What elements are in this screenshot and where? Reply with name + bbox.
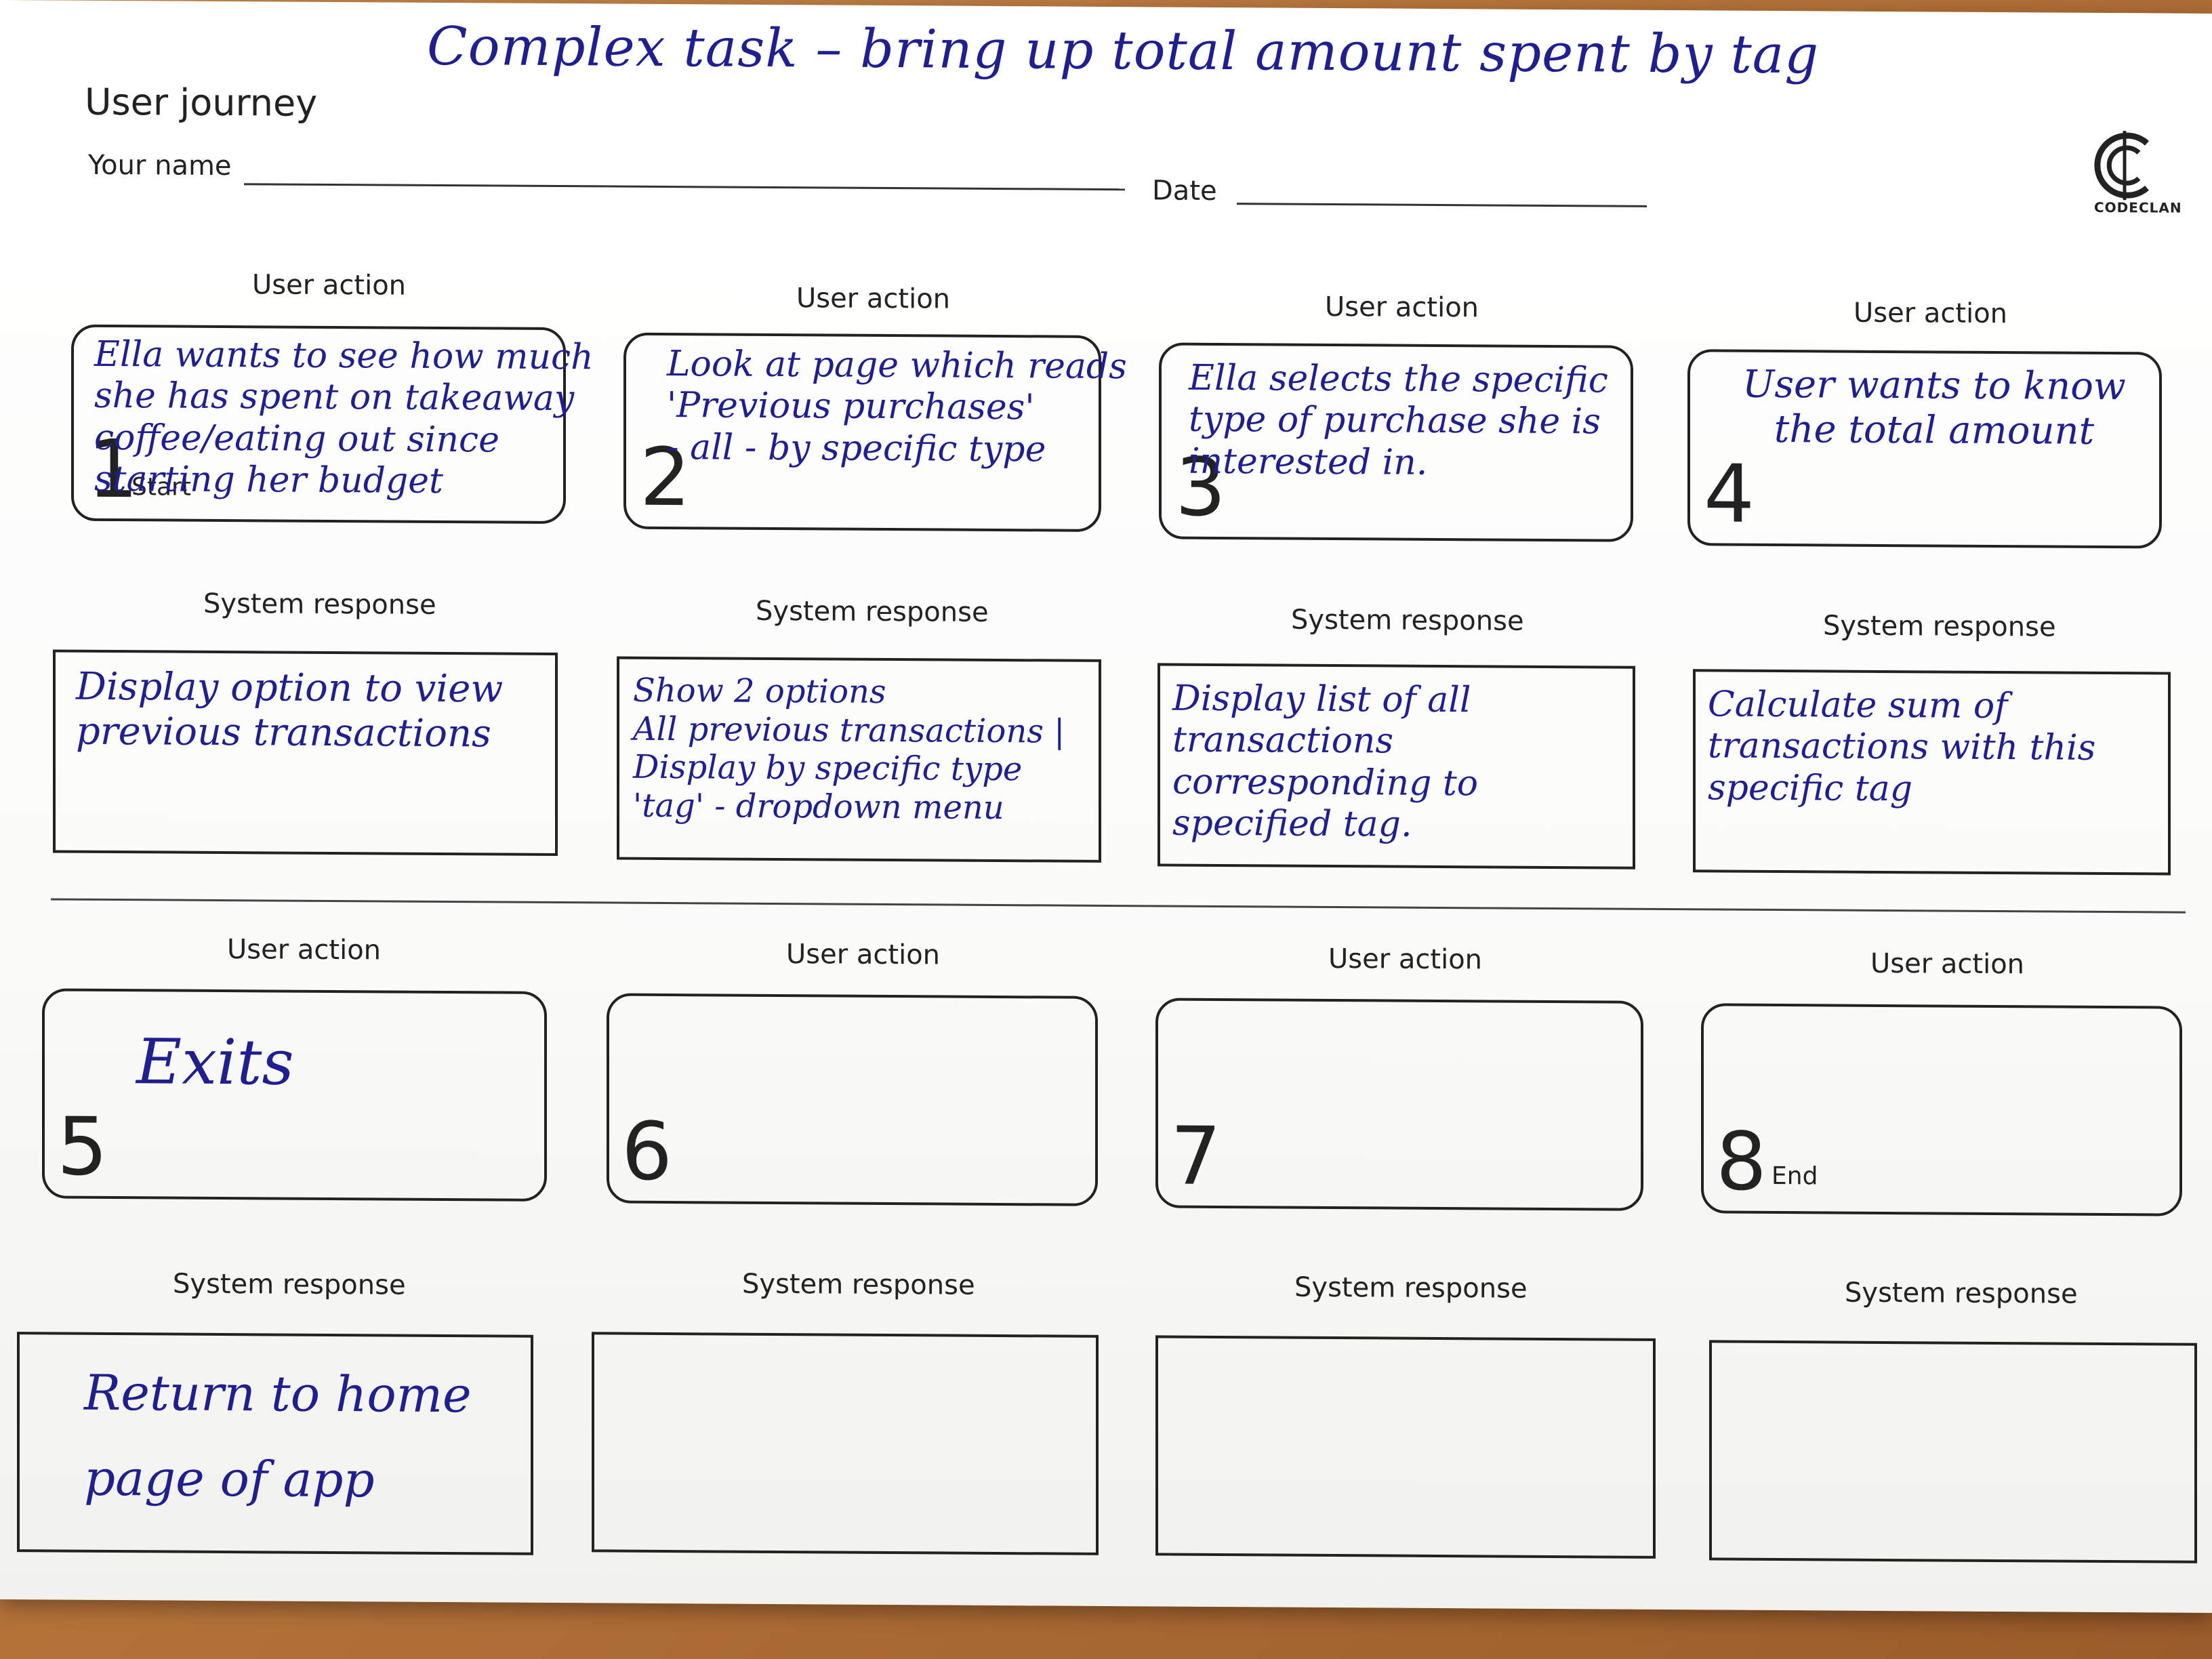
system-response-label-6: System response [742, 1268, 975, 1301]
end-tag: End [1771, 1162, 1818, 1191]
response-text-5: Return to home page of app [84, 1364, 472, 1509]
user-action-label-3: User action [1325, 291, 1479, 324]
response-box-2[interactable]: Show 2 options All previous transactions… [617, 656, 1101, 863]
action-box-6[interactable]: 6 [607, 993, 1098, 1206]
date-label: Date [1152, 175, 1217, 207]
system-response-label-2: System response [756, 595, 989, 628]
action-box-4[interactable]: 4 User wants to know the total amount [1687, 349, 2162, 549]
action-text-3: Ella selects the specific type of purcha… [1189, 357, 1608, 483]
action-text-4: User wants to know the total amount [1742, 362, 2126, 453]
step-number-5: 5 [57, 1099, 108, 1193]
response-box-5[interactable]: Return to home page of app [17, 1332, 533, 1555]
action-text-5: Exits [136, 1025, 294, 1099]
response-box-7[interactable] [1155, 1335, 1656, 1559]
action-box-2[interactable]: 2 Look at page which reads 'Previous pur… [623, 332, 1127, 532]
worksheet-paper: Complex task – bring up total amount spe… [0, 0, 2212, 1613]
response-box-8[interactable] [1709, 1340, 2197, 1563]
user-action-label-8: User action [1870, 947, 2025, 981]
response-box-4[interactable]: Calculate sum of transactions with this … [1693, 669, 2171, 876]
name-field-line[interactable] [244, 183, 1125, 191]
user-action-label-6: User action [786, 939, 941, 971]
response-text-3: Display list of all transactions corresp… [1172, 678, 1479, 845]
user-action-label-1: User action [252, 269, 407, 302]
section-divider [51, 898, 2186, 914]
response-box-1[interactable]: Display option to view previous transact… [53, 649, 558, 857]
system-response-label-3: System response [1291, 604, 1524, 637]
handwritten-heading: Complex task – bring up total amount spe… [427, 16, 1820, 86]
step-number-7: 7 [1170, 1109, 1222, 1204]
system-response-label-5: System response [173, 1268, 406, 1301]
user-action-label-5: User action [227, 934, 382, 966]
action-box-8[interactable]: 8 End [1701, 1003, 2182, 1216]
action-box-1[interactable]: 1 Start Ella wants to see how much she h… [71, 324, 594, 525]
codeclan-logo-icon [2094, 131, 2149, 201]
user-action-label-4: User action [1853, 297, 2008, 330]
user-action-label-7: User action [1328, 943, 1483, 976]
system-response-label-8: System response [1845, 1277, 2078, 1310]
action-box-5[interactable]: 5 Exits [42, 988, 547, 1202]
response-box-3[interactable]: Display list of all transactions corresp… [1158, 663, 1635, 869]
action-box-3[interactable]: 3 Ella selects the specific type of purc… [1159, 342, 1633, 542]
response-text-1: Display option to view previous transact… [76, 664, 504, 756]
action-text-1: Ella wants to see how much she has spent… [94, 333, 594, 502]
name-label: Your name [88, 149, 232, 182]
logo-wordmark: CODECLAN [2094, 199, 2182, 216]
response-text-2: Show 2 options All previous transactions… [633, 671, 1065, 827]
step-number-6: 6 [621, 1104, 673, 1199]
action-text-2: Look at page which reads 'Previous purch… [667, 344, 1127, 470]
system-response-label-4: System response [1823, 610, 2056, 643]
response-box-6[interactable] [592, 1332, 1099, 1555]
step-number-4: 4 [1704, 447, 1755, 541]
system-response-label-1: System response [203, 588, 436, 621]
date-field-line[interactable] [1237, 203, 1647, 207]
user-action-label-2: User action [796, 283, 951, 315]
action-box-7[interactable]: 7 [1155, 998, 1643, 1211]
response-text-4: Calculate sum of transactions with this … [1708, 684, 2096, 809]
system-response-label-7: System response [1294, 1271, 1528, 1305]
step-number-8: 8 [1716, 1114, 1767, 1208]
document-title: User journey [85, 80, 318, 125]
